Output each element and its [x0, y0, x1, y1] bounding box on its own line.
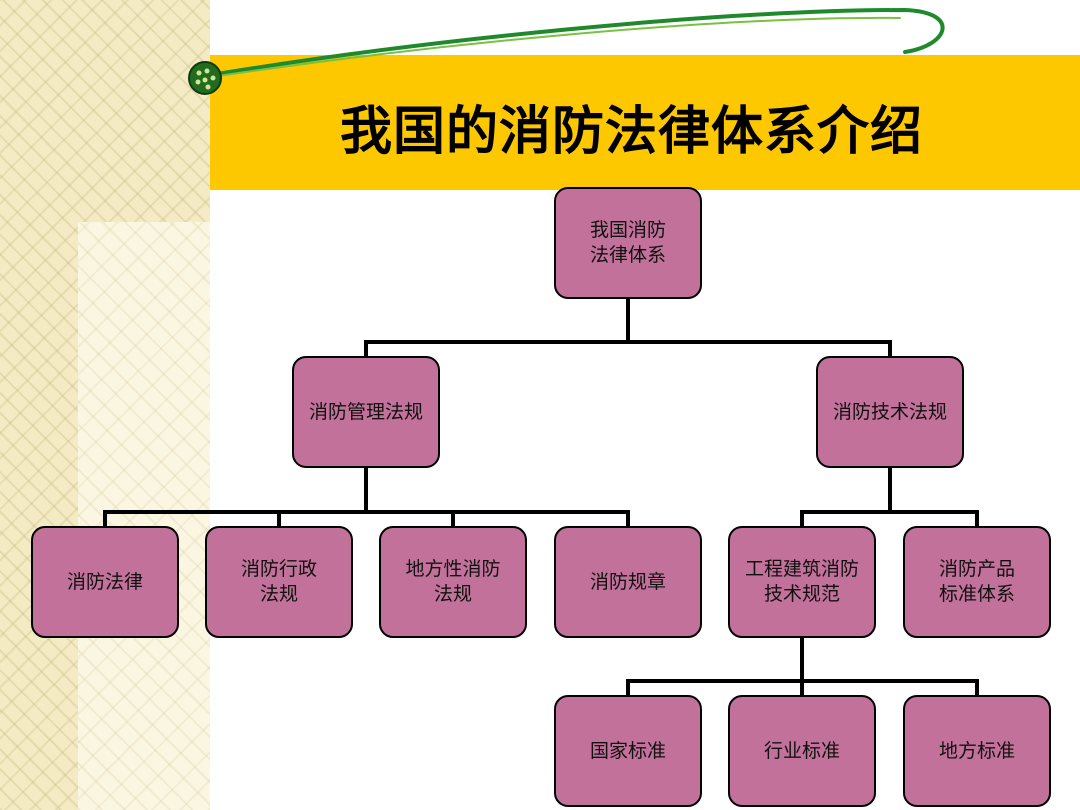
- node-local-regulations: 地方性消防 法规: [379, 526, 527, 638]
- node-industry-standard: 行业标准: [728, 695, 876, 807]
- node-product-standards: 消防产品 标准体系: [903, 526, 1051, 638]
- patterned-side-panel: [78, 222, 210, 810]
- node-national-standard: 国家标准: [554, 695, 702, 807]
- slide-title: 我国的消防法律体系介绍: [340, 101, 924, 162]
- node-local-standard: 地方标准: [903, 695, 1051, 807]
- title-band: [210, 55, 1080, 190]
- node-root: 我国消防 法律体系: [554, 187, 702, 299]
- node-engineering-codes: 工程建筑消防 技术规范: [728, 526, 876, 638]
- node-management-regulations: 消防管理法规: [292, 356, 440, 468]
- node-fire-rules: 消防规章: [554, 526, 702, 638]
- node-technical-regulations: 消防技术法规: [816, 356, 964, 468]
- node-fire-law: 消防法律: [31, 526, 179, 638]
- node-administrative-regulations: 消防行政 法规: [205, 526, 353, 638]
